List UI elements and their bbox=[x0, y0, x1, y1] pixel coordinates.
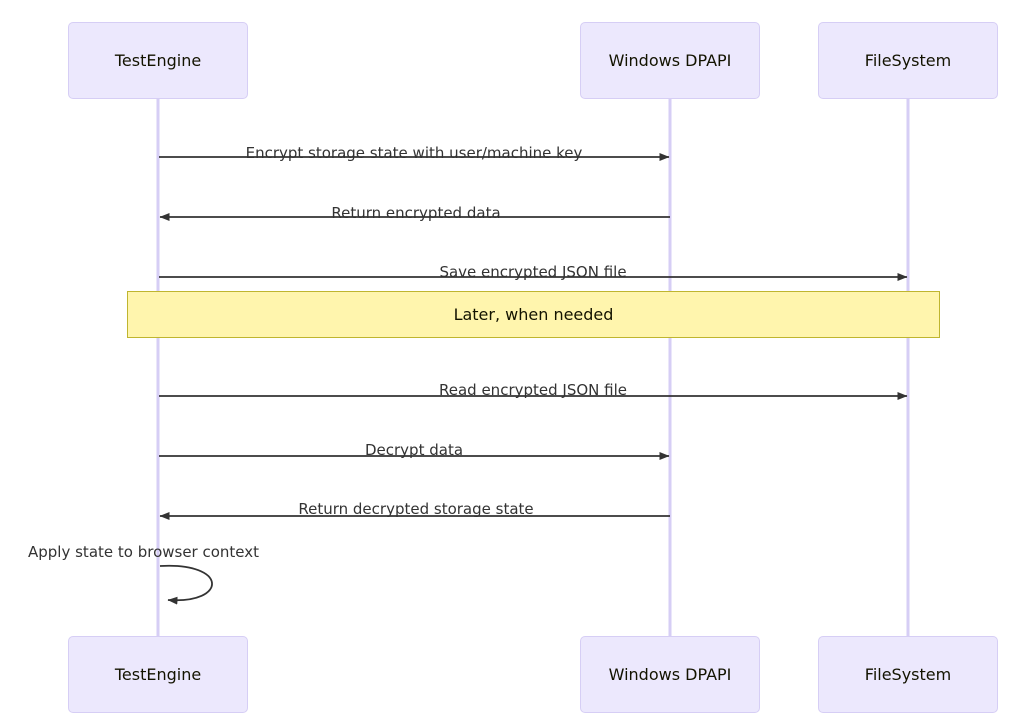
self-message-label: Apply state to browser context bbox=[28, 543, 260, 561]
bottom-actor-filesystem[interactable]: FileSystem bbox=[818, 636, 998, 713]
message-label-4: Read encrypted JSON file bbox=[439, 381, 627, 399]
actor-label: FileSystem bbox=[864, 51, 952, 70]
lifelines-group bbox=[156, 99, 910, 636]
note-later-when-needed: Later, when needed bbox=[127, 291, 940, 338]
actor-label: TestEngine bbox=[114, 51, 202, 70]
top-actor-filesystem[interactable]: FileSystem bbox=[818, 22, 998, 99]
message-label-6: Return decrypted storage state bbox=[298, 500, 534, 518]
actor-label: Windows DPAPI bbox=[608, 51, 732, 70]
note-label: Later, when needed bbox=[453, 305, 614, 324]
top-actor-testengine[interactable]: TestEngine bbox=[68, 22, 248, 99]
bottom-actor-windows-dpapi[interactable]: Windows DPAPI bbox=[580, 636, 760, 713]
actor-label: TestEngine bbox=[114, 665, 202, 684]
actor-label: FileSystem bbox=[864, 665, 952, 684]
top-actor-windows-dpapi[interactable]: Windows DPAPI bbox=[580, 22, 760, 99]
bottom-actor-testengine[interactable]: TestEngine bbox=[68, 636, 248, 713]
message-arrows-group bbox=[159, 153, 908, 520]
self-loop-path bbox=[159, 564, 213, 605]
message-label-1: Encrypt storage state with user/machine … bbox=[245, 144, 583, 162]
self-message-loop bbox=[159, 564, 213, 605]
actor-label: Windows DPAPI bbox=[608, 665, 732, 684]
message-label-2: Return encrypted data bbox=[331, 204, 501, 222]
message-label-3: Save encrypted JSON file bbox=[439, 263, 627, 281]
message-label-5: Decrypt data bbox=[364, 441, 464, 459]
